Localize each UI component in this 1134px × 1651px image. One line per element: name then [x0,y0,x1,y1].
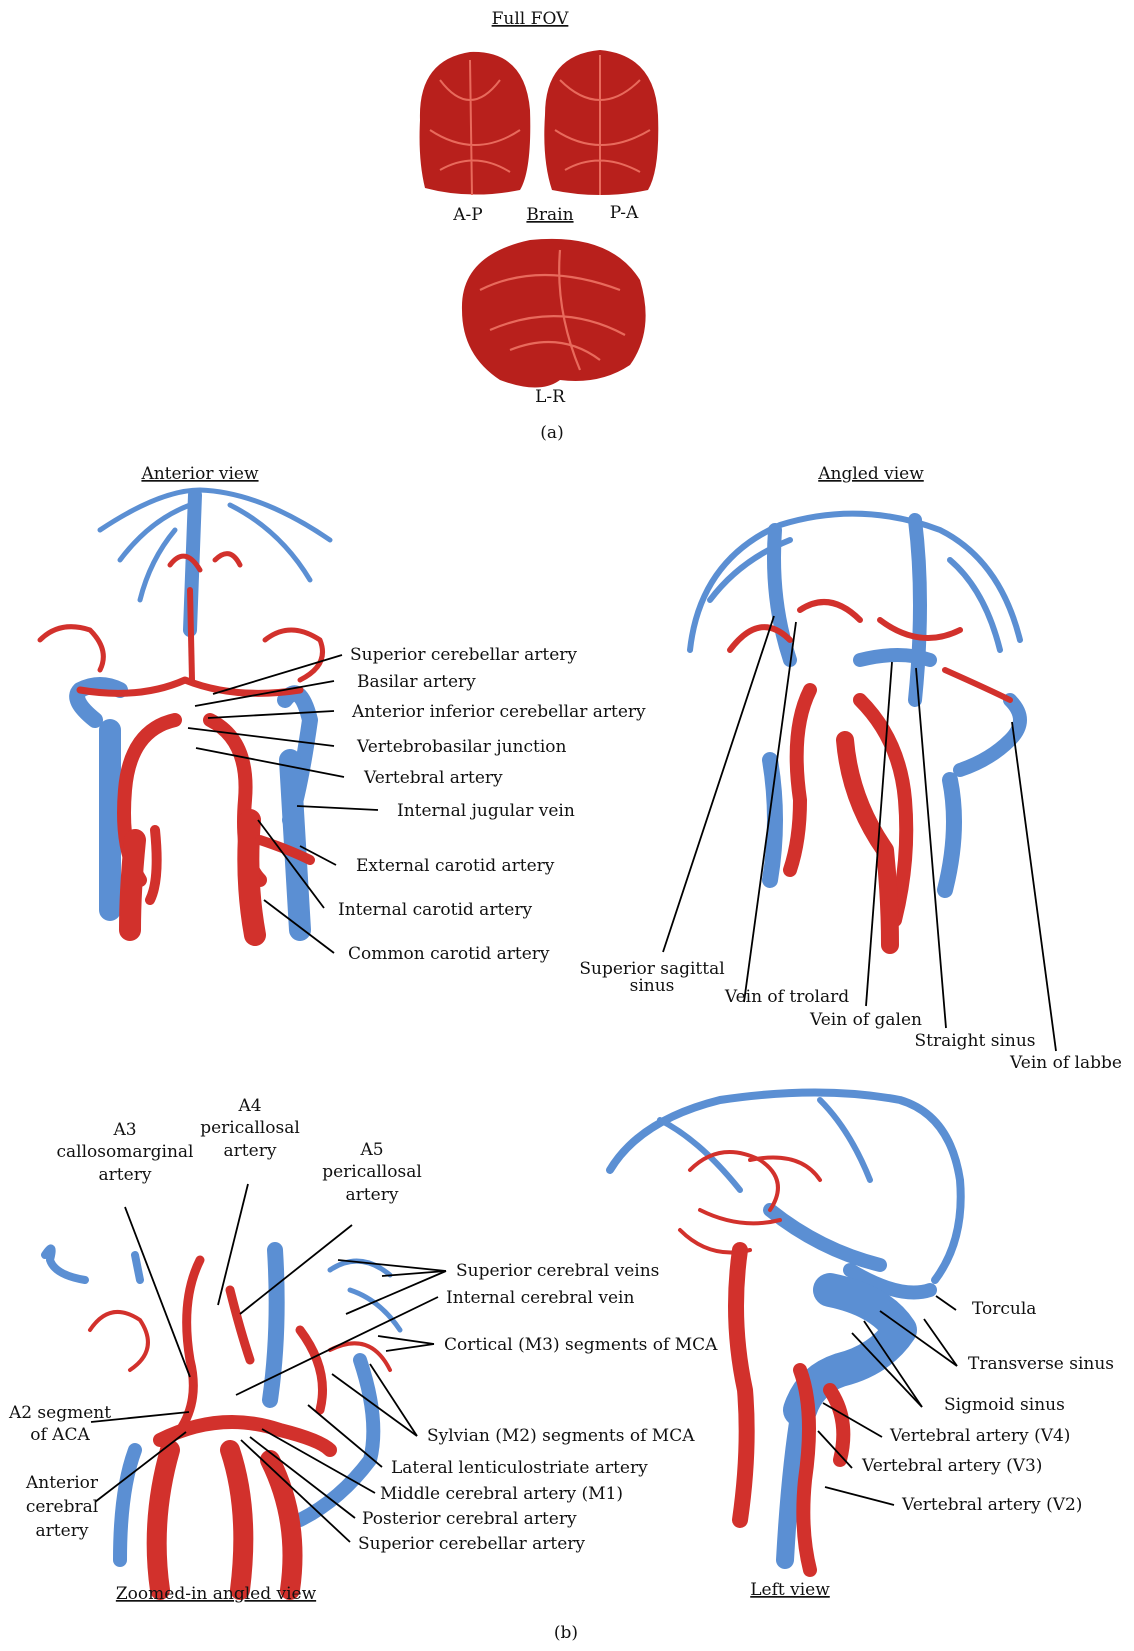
label-vertebral-artery-v3: Vertebral artery (V3) [861,1456,1042,1476]
label-vertebral-artery: Vertebral artery [363,768,503,788]
label-ap: A-P [452,205,482,225]
label-brain: Brain [526,205,573,225]
label-vertebral-artery-v2: Vertebral artery (V2) [901,1495,1082,1515]
label-anterior-inferior-cerebellar-artery: Anterior inferior cerebellar artery [351,702,646,722]
label-a3-line1: A3 [112,1120,136,1140]
label-sigmoid-sinus: Sigmoid sinus [944,1395,1065,1415]
label-torcula: Torcula [972,1299,1036,1319]
label-vein-of-trolard: Vein of trolard [724,987,849,1007]
label-a2-line1: A2 segment [8,1403,111,1423]
label-a2-line2: of ACA [30,1425,90,1445]
label-lr: L-R [535,387,566,407]
label-middle-cerebral-m1: Middle cerebral artery (M1) [380,1484,623,1504]
label-sylvian-m2: Sylvian (M2) segments of MCA [427,1426,695,1446]
label-superior-cerebral-veins: Superior cerebral veins [456,1261,659,1281]
label-aca-line2: cerebral [26,1497,98,1517]
label-a3-line3: artery [99,1165,152,1185]
angled-vessel-render [690,514,1020,945]
label-internal-carotid-artery: Internal carotid artery [338,900,532,920]
label-zoomed-superior-cerebellar: Superior cerebellar artery [358,1534,585,1554]
label-lateral-lenticulostriate: Lateral lenticulostriate artery [391,1458,648,1478]
label-a4-line3: artery [224,1141,277,1161]
label-transverse-sinus: Transverse sinus [968,1354,1114,1374]
label-aca-line3: artery [36,1521,89,1541]
label-common-carotid-artery: Common carotid artery [348,944,550,964]
label-a4-line1: A4 [237,1096,261,1116]
anterior-view-title: Anterior view [140,464,259,484]
brain-ap-render [420,52,531,195]
label-external-carotid-artery: External carotid artery [356,856,555,876]
angled-leaders [663,616,1056,1051]
label-superior-cerebellar-artery: Superior cerebellar artery [350,645,577,665]
label-a5-line3: artery [346,1185,399,1205]
zoomed-view-title: Zoomed-in angled view [116,1584,317,1604]
anterior-vessel-render [40,490,330,935]
label-a4-line2: pericallosal [200,1118,300,1138]
label-a5-line2: pericallosal [322,1162,422,1182]
angled-view: Angled view Superior sagittal sinus Vein… [579,464,1122,1073]
label-internal-jugular-vein: Internal jugular vein [397,801,575,821]
left-view-title: Left view [750,1580,830,1600]
caption-a: (a) [540,423,563,443]
brain-lr-render [462,239,646,388]
label-cortical-m3: Cortical (M3) segments of MCA [444,1335,718,1355]
label-pa: P-A [610,203,639,223]
label-vertebrobasilar-junction: Vertebrobasilar junction [356,737,567,757]
angled-view-title: Angled view [817,464,924,484]
caption-b: (b) [554,1623,578,1643]
label-internal-cerebral-vein: Internal cerebral vein [446,1288,634,1308]
label-straight-sinus: Straight sinus [914,1031,1035,1051]
label-vein-of-labbe: Vein of labbe [1009,1053,1122,1073]
brain-pa-render [544,50,658,195]
anterior-view: Anterior view Superior c [40,464,646,964]
label-vertebral-artery-v4: Vertebral artery (V4) [889,1426,1070,1446]
label-posterior-cerebral-artery: Posterior cerebral artery [362,1509,577,1529]
label-vein-of-galen: Vein of galen [809,1010,922,1030]
label-superior-sagittal-2: sinus [630,976,675,996]
panel-a: Full FOV A-P Brain P-A L-R (a) [420,9,659,443]
label-a3-line2: callosomarginal [57,1142,194,1162]
label-basilar-artery: Basilar artery [357,672,476,692]
label-a5-line1: A5 [359,1140,383,1160]
panel-a-title: Full FOV [492,9,569,29]
label-aca-line1: Anterior [25,1473,99,1493]
